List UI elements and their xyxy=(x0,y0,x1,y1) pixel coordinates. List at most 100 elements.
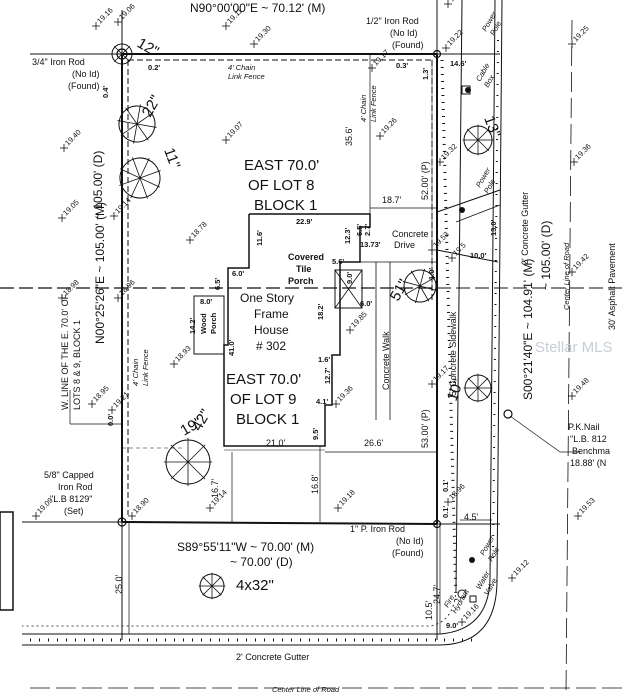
elevation-label: 19.85 xyxy=(349,310,369,330)
elevation-point: 19.16 xyxy=(92,6,115,30)
dim-9-0b: 9.0' xyxy=(446,621,458,630)
tree-13-label: 13" xyxy=(480,114,504,141)
svg-text:OF LOT 8: OF LOT 8 xyxy=(248,177,314,194)
tree-4x32-label: 4x32" xyxy=(236,577,274,594)
svg-text:(No Id): (No Id) xyxy=(396,536,424,546)
dim-14-6: 14.6' xyxy=(450,59,467,68)
dim-9-0: 9.0' xyxy=(345,272,354,284)
fence-left-label: 4' Chain Link Fence xyxy=(131,349,150,386)
cable-box-icon xyxy=(461,85,471,95)
elevation-label: 19.26 xyxy=(379,116,399,136)
tree-10-label: 10" xyxy=(444,377,468,404)
elevation-label: 18.78 xyxy=(189,220,209,240)
sw-iron-rod-icon xyxy=(117,517,127,527)
svg-text:(Found): (Found) xyxy=(392,40,424,50)
svg-text:Link Fence: Link Fence xyxy=(141,349,150,386)
svg-text:14.2': 14.2' xyxy=(188,317,197,334)
dim-21-0: 21.0' xyxy=(266,438,286,448)
elevation-point: 19.48 xyxy=(568,376,591,400)
elevation-point: 19.85 xyxy=(346,310,369,334)
concrete-drive-outline xyxy=(436,189,501,263)
svg-text:Wood: Wood xyxy=(199,313,208,334)
elevation-point: 19.36 xyxy=(332,384,355,408)
elevation-point: 19.21 xyxy=(108,390,131,414)
elevation-label: 19.53 xyxy=(431,230,451,250)
svg-text:Porch: Porch xyxy=(209,312,218,334)
east-bearing-m: S00°21'40"E ~ 104.91' (M) xyxy=(521,259,535,400)
elevation-label: 18.90 xyxy=(131,496,151,516)
elevation-label: 19.53 xyxy=(577,496,597,516)
fence-right-label: 4' Chain Link Fence xyxy=(359,85,378,122)
power-pole-icon xyxy=(459,207,465,213)
right-of-way xyxy=(22,0,625,692)
dim-4-5: 4.5' xyxy=(464,512,479,522)
se-monument-label: 1" P. Iron Rod (No Id) (Found) xyxy=(350,524,424,558)
dim-0-4: 0.4' xyxy=(101,86,110,98)
asphalt-label: 30' Asphalt Pavement xyxy=(607,243,617,330)
dim-12-7: 12.7' xyxy=(323,367,332,384)
svg-text:BLOCK 1: BLOCK 1 xyxy=(236,411,299,428)
elevation-point: 19.5 xyxy=(448,241,468,262)
dim-13-73: 13.73' xyxy=(360,240,381,249)
dim-6-5b: 6.5' xyxy=(213,278,222,290)
concrete-sidewalk-label: 5' Concrete Sidewalk xyxy=(448,311,458,396)
concrete-drive-label: Concrete Drive xyxy=(392,229,429,250)
dim-8-0: 8.0' xyxy=(200,297,212,306)
tree-11-label: 11" xyxy=(160,146,183,171)
fire-hydrant-icon xyxy=(457,589,467,599)
elevation-point: 19.30 xyxy=(250,24,273,48)
west-line-label: W. LINE OF THE E. 70.0' OF LOTS 8 & 9, B… xyxy=(60,293,82,410)
svg-text:EAST 70.0': EAST 70.0' xyxy=(244,157,319,174)
house-label: One Story Frame House # 302 xyxy=(240,291,294,353)
svg-text:18.88' (N: 18.88' (N xyxy=(570,458,606,468)
elevation-point: 19.42 xyxy=(568,252,591,276)
elevation-point: 19.18 xyxy=(334,488,357,512)
elevation-label: 19.48 xyxy=(571,376,591,396)
svg-text:EAST 70.0': EAST 70.0' xyxy=(226,371,301,388)
tree-icon xyxy=(402,268,438,304)
dim-0-3: 0.3' xyxy=(396,61,408,70)
south-bearing-m: S89°55'11"W ~ 70.00' (M) xyxy=(177,540,314,554)
elevation-point: 18.95 xyxy=(88,384,111,408)
trees-layer xyxy=(111,43,494,600)
dim-1-3: 1.3' xyxy=(421,68,430,80)
dim-12-3: 12.3' xyxy=(343,227,352,244)
lot-9-title: EAST 70.0' OF LOT 9 BLOCK 1 xyxy=(226,371,301,428)
elevation-label: 19.05 xyxy=(61,198,81,218)
dim-18-7: 18.7' xyxy=(382,195,402,205)
tree-12-label: 12" xyxy=(134,35,162,61)
svg-text:4' Chain: 4' Chain xyxy=(131,359,140,386)
ne-iron-rod-icon xyxy=(432,49,442,59)
svg-text:(Set): (Set) xyxy=(64,506,84,516)
svg-text:# 302: # 302 xyxy=(256,339,286,353)
elevation-point: 18.93 xyxy=(170,344,193,368)
center-line-bottom-label: Center Line of Road xyxy=(272,685,340,692)
dim-41-0: 41.0' xyxy=(227,339,236,356)
ne-monument-label: 1/2" Iron Rod (No Id) (Found) xyxy=(366,16,424,50)
svg-text:Frame: Frame xyxy=(254,307,289,321)
elevation-label: 19.53 xyxy=(447,0,467,3)
svg-text:OF LOT 9: OF LOT 9 xyxy=(230,391,296,408)
west-bearing-m: N00°25'26"E ~ 105.00' (M) xyxy=(93,202,107,344)
power-pole-icon xyxy=(469,557,475,563)
svg-text:1/2" Iron Rod: 1/2" Iron Rod xyxy=(366,16,419,26)
dim-4-1: 4.1' xyxy=(316,397,328,406)
svg-text:House: House xyxy=(254,323,289,337)
sw-monument-label: 5/8" Capped Iron Rod "L.B 8129" (Set) xyxy=(44,470,94,516)
dim-24-7: 24.7' xyxy=(432,584,442,604)
watermark: Stellar MLS xyxy=(535,339,613,356)
elevation-label: 18.93 xyxy=(173,344,193,364)
elevation-point: 19.17 xyxy=(368,48,391,72)
dim-16-8: 16.8' xyxy=(310,474,320,494)
elevation-label: 19.36 xyxy=(573,142,593,162)
svg-text:P.K.Nail: P.K.Nail xyxy=(568,422,599,432)
svg-text:(Found): (Found) xyxy=(68,81,100,91)
monuments xyxy=(116,48,513,603)
pk-nail-label: P.K.Nail "L.B. 812 Benchma 18.88' (N xyxy=(568,422,610,468)
tree-icon xyxy=(119,157,161,199)
svg-text:1" P. Iron Rod: 1" P. Iron Rod xyxy=(350,524,405,534)
svg-text:Link Fence: Link Fence xyxy=(228,72,265,81)
dim-6-5: 6.5' xyxy=(355,224,364,236)
